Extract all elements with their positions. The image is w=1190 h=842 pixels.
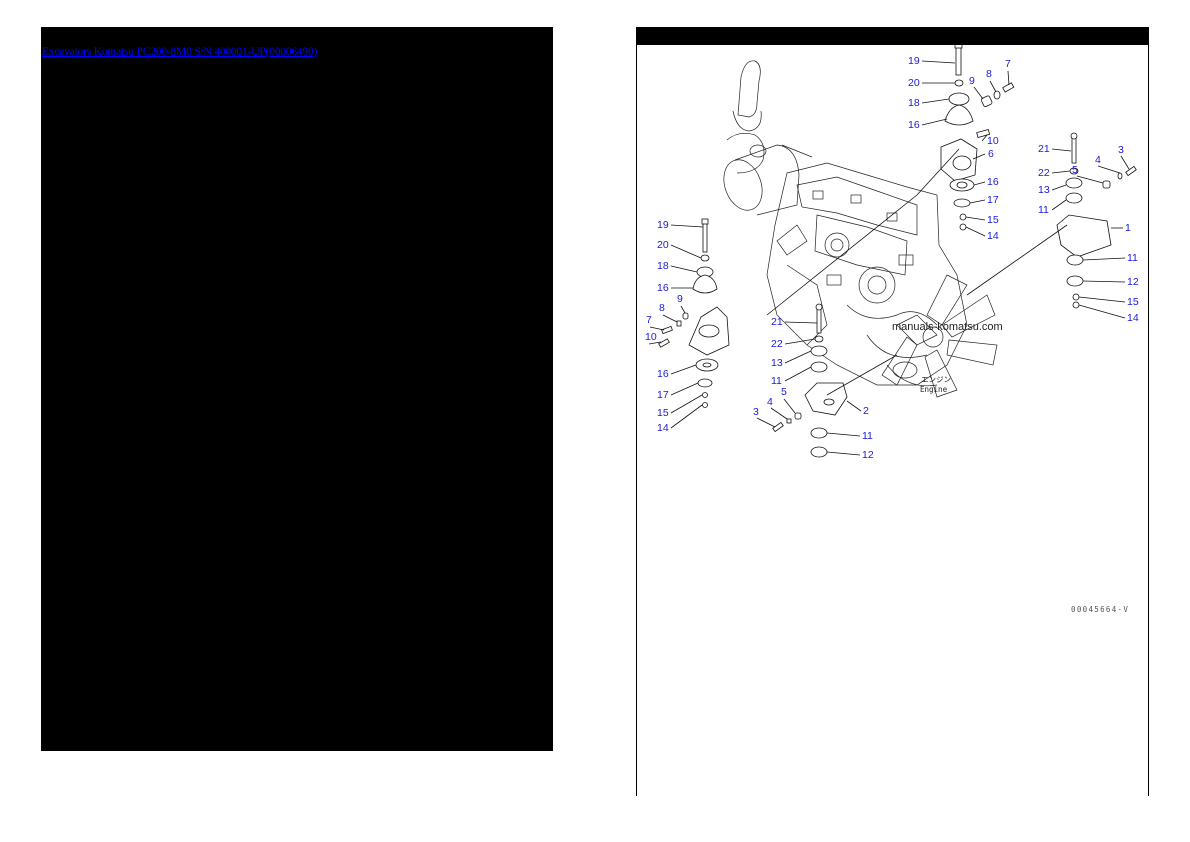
callout-4: 4 bbox=[767, 396, 773, 408]
top-rear-mount-parts bbox=[766, 45, 1015, 316]
callout-15: 15 bbox=[987, 214, 999, 226]
callout-12: 12 bbox=[862, 449, 874, 461]
callout-16: 16 bbox=[987, 176, 999, 188]
callout-3: 3 bbox=[753, 406, 759, 418]
callout-8: 8 bbox=[659, 302, 665, 314]
callout-5: 5 bbox=[781, 386, 787, 398]
callout-14: 14 bbox=[657, 422, 669, 434]
excavator-model-link[interactable]: Excavators Komatsu PC200-8M0 S/N 400001-… bbox=[42, 46, 318, 58]
callout-14: 14 bbox=[1127, 312, 1139, 324]
callout-17: 17 bbox=[657, 389, 669, 401]
front-left-mount-parts bbox=[772, 303, 898, 458]
callout-17: 17 bbox=[987, 194, 999, 206]
callout-18: 18 bbox=[908, 97, 920, 109]
engine-illustration bbox=[723, 60, 998, 398]
callout-6: 6 bbox=[988, 148, 994, 160]
rear-left-mount-parts bbox=[658, 218, 730, 408]
engine-label-jp: エンジン bbox=[921, 375, 951, 384]
callout-10: 10 bbox=[987, 135, 999, 147]
callout-8: 8 bbox=[986, 68, 992, 80]
callout-15: 15 bbox=[657, 407, 669, 419]
callout-labels: 19 20 18 16 9 8 7 10 6 16 17 15 14 21 22… bbox=[645, 55, 1139, 461]
watermark-text: manuals-komatsu.com bbox=[892, 321, 1003, 333]
callout-19: 19 bbox=[657, 219, 669, 231]
callout-4: 4 bbox=[1095, 154, 1101, 166]
callout-22: 22 bbox=[771, 338, 783, 350]
callout-11: 11 bbox=[1038, 204, 1049, 216]
callout-leader-lines bbox=[648, 60, 1130, 456]
callout-13: 13 bbox=[771, 357, 783, 369]
callout-10: 10 bbox=[645, 331, 657, 343]
diagram-header-bar bbox=[637, 27, 1148, 45]
callout-21: 21 bbox=[1038, 143, 1050, 155]
callout-13: 13 bbox=[1038, 184, 1050, 196]
engine-mount-exploded-diagram: manuals-komatsu.com エンジン Engine bbox=[645, 45, 1139, 461]
parts-diagram-panel: manuals-komatsu.com エンジン Engine bbox=[636, 27, 1149, 796]
callout-20: 20 bbox=[908, 77, 920, 89]
callout-1: 1 bbox=[1125, 222, 1131, 234]
callout-12: 12 bbox=[1127, 276, 1139, 288]
callout-5: 5 bbox=[1072, 164, 1078, 176]
figure-code: 00045664-V bbox=[1071, 605, 1130, 614]
callout-22: 22 bbox=[1038, 167, 1050, 179]
callout-7: 7 bbox=[1005, 58, 1011, 70]
callout-21: 21 bbox=[771, 316, 783, 328]
callout-9: 9 bbox=[677, 293, 683, 305]
callout-7: 7 bbox=[646, 314, 652, 326]
front-right-mount-parts bbox=[966, 132, 1137, 309]
callout-2: 2 bbox=[863, 405, 869, 417]
engine-label-en: Engine bbox=[920, 385, 948, 394]
callout-16: 16 bbox=[908, 119, 920, 131]
callout-11: 11 bbox=[1127, 252, 1138, 264]
callout-3: 3 bbox=[1118, 144, 1124, 156]
callout-16: 16 bbox=[657, 282, 669, 294]
document-title-panel: Excavators Komatsu PC200-8M0 S/N 400001-… bbox=[41, 27, 553, 751]
callout-16: 16 bbox=[657, 368, 669, 380]
fan-illustration bbox=[881, 274, 998, 398]
callout-19: 19 bbox=[908, 55, 920, 67]
callout-9: 9 bbox=[969, 75, 975, 87]
callout-11: 11 bbox=[771, 375, 782, 387]
callout-11: 11 bbox=[862, 430, 873, 442]
callout-15: 15 bbox=[1127, 296, 1139, 308]
callout-18: 18 bbox=[657, 260, 669, 272]
callout-14: 14 bbox=[987, 230, 999, 242]
callout-20: 20 bbox=[657, 239, 669, 251]
